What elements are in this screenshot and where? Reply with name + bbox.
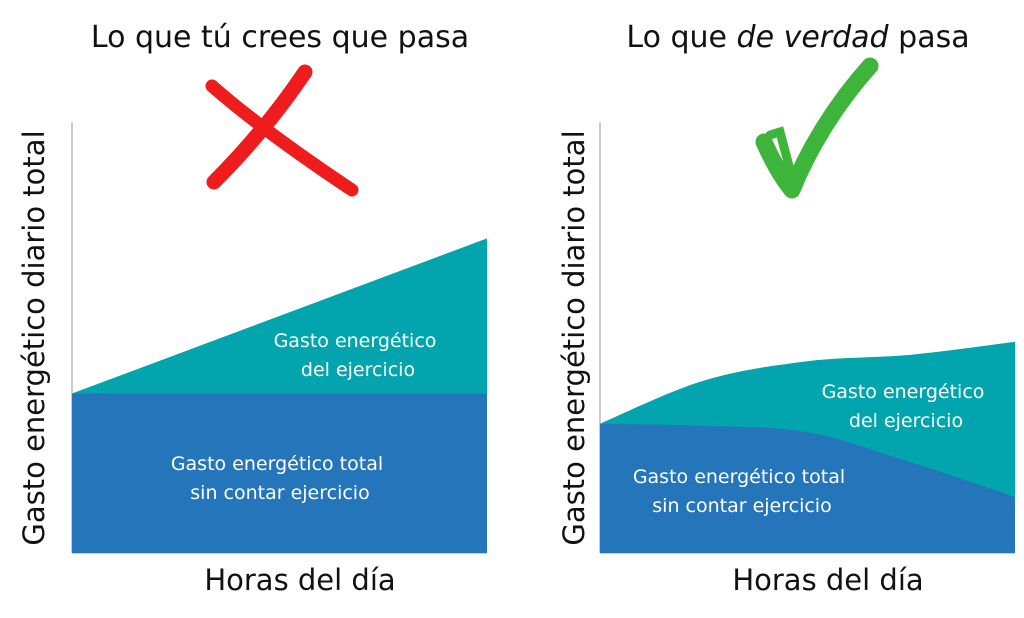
right-y-axis-label: Gasto energético diario total [557,130,591,545]
left-x-axis-label: Horas del día [204,563,395,597]
left-chart-title: Lo que tú crees que pasa [91,20,469,55]
left-chart: Gasto energético del ejercicio Gasto ene… [17,64,487,597]
right-base-label: Gasto energético total sin contar ejerci… [633,466,851,517]
left-base-area [72,393,487,553]
right-base-area [600,423,1015,553]
right-chart-title: Lo que de verdad pasa [626,20,969,55]
right-exercise-label: Gasto energético del ejercicio [822,381,991,432]
right-title-part-1: Lo que [626,20,736,55]
left-base-label: Gasto energético total sin contar ejerci… [171,453,389,504]
right-x-axis-label: Horas del día [732,563,923,597]
left-exercise-label: Gasto energético del ejercicio [274,330,443,381]
right-chart: Gasto energético del ejercicio Gasto ene… [557,57,1015,597]
green-check-icon [755,57,879,199]
red-cross-icon [205,64,359,197]
right-title-part-3: pasa [889,20,970,55]
right-title-emphasis: de verdad [737,20,890,55]
left-y-axis-label: Gasto energético diario total [17,130,51,545]
